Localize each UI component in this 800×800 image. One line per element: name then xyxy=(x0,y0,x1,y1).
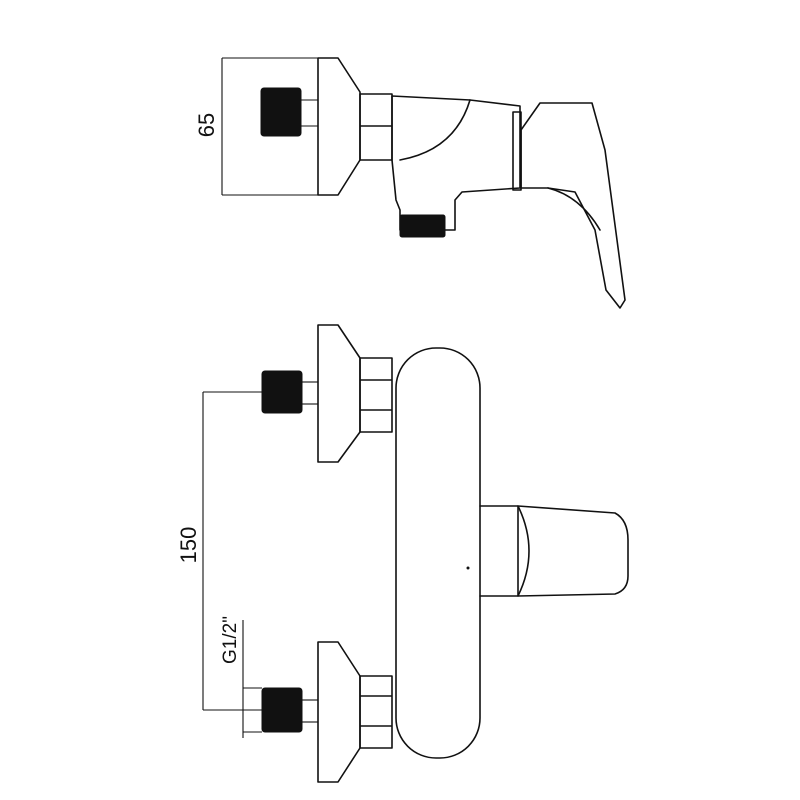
front-top-knurled-inlet xyxy=(261,370,303,414)
front-top-escutcheon xyxy=(317,324,361,463)
front-bottom-escutcheon xyxy=(317,641,361,783)
dim-65-label: 65 xyxy=(194,113,219,137)
front-mixer-body xyxy=(395,347,481,759)
side-hex-nut xyxy=(359,93,393,161)
front-top-hex-nut xyxy=(359,357,393,433)
side-view: 65 xyxy=(194,57,626,309)
side-mixer-body xyxy=(391,95,521,231)
front-bottom-knurled-inlet xyxy=(261,687,303,733)
front-cartridge-housing xyxy=(479,505,519,597)
front-lever-handle xyxy=(517,505,629,597)
front-bottom-hex-nut xyxy=(359,675,393,749)
side-escutcheon xyxy=(317,57,361,196)
side-knurled-inlet xyxy=(260,87,302,137)
dim-thread-label: G1/2" xyxy=(220,616,241,664)
dim-150-label: 150 xyxy=(176,527,201,564)
front-view: 150 G1/2" xyxy=(176,324,629,783)
side-outlet-thread xyxy=(399,214,446,238)
side-lever-handle xyxy=(520,102,626,309)
